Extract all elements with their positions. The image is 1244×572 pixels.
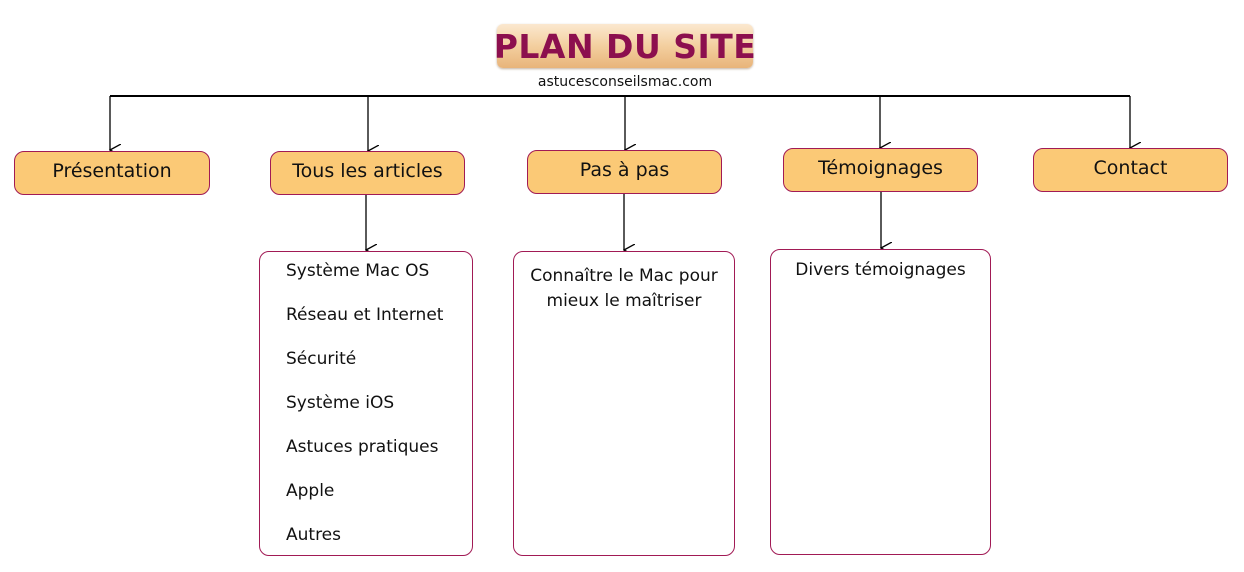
node-tous-les-articles-label: Tous les articles [292,160,443,182]
node-pas-a-pas[interactable]: Pas à pas [527,150,722,194]
list-item[interactable]: Astuces pratiques [286,437,439,457]
node-presentation[interactable]: Présentation [14,151,210,195]
list-item[interactable]: Système Mac OS [286,261,430,281]
node-contact[interactable]: Contact [1033,148,1228,192]
list-item[interactable]: Sécurité [286,349,357,369]
articles-category-list: Système Mac OS Réseau et Internet Sécuri… [259,251,473,556]
node-presentation-label: Présentation [52,160,172,182]
list-item[interactable]: Réseau et Internet [286,305,444,325]
node-pas-a-pas-label: Pas à pas [579,159,670,181]
page-title: PLAN DU SITE [494,24,756,68]
site-domain-label: astucesconseilsmac.com [537,74,713,90]
pas-a-pas-content-box: Connaître le Mac pour mieux le maîtriser [513,251,735,556]
node-temoignages[interactable]: Témoignages [783,148,978,192]
list-item[interactable]: Autres [286,525,342,545]
temoignages-content-box: Divers témoignages [770,249,991,555]
temoignages-item[interactable]: Divers témoignages [795,260,966,280]
node-contact-label: Contact [1093,157,1168,179]
pas-a-pas-item[interactable]: Connaître le Mac pour mieux le maîtriser [530,266,718,311]
list-item[interactable]: Système iOS [286,393,395,413]
node-tous-les-articles[interactable]: Tous les articles [270,151,465,195]
list-item[interactable]: Apple [286,481,335,501]
node-temoignages-label: Témoignages [818,157,943,179]
